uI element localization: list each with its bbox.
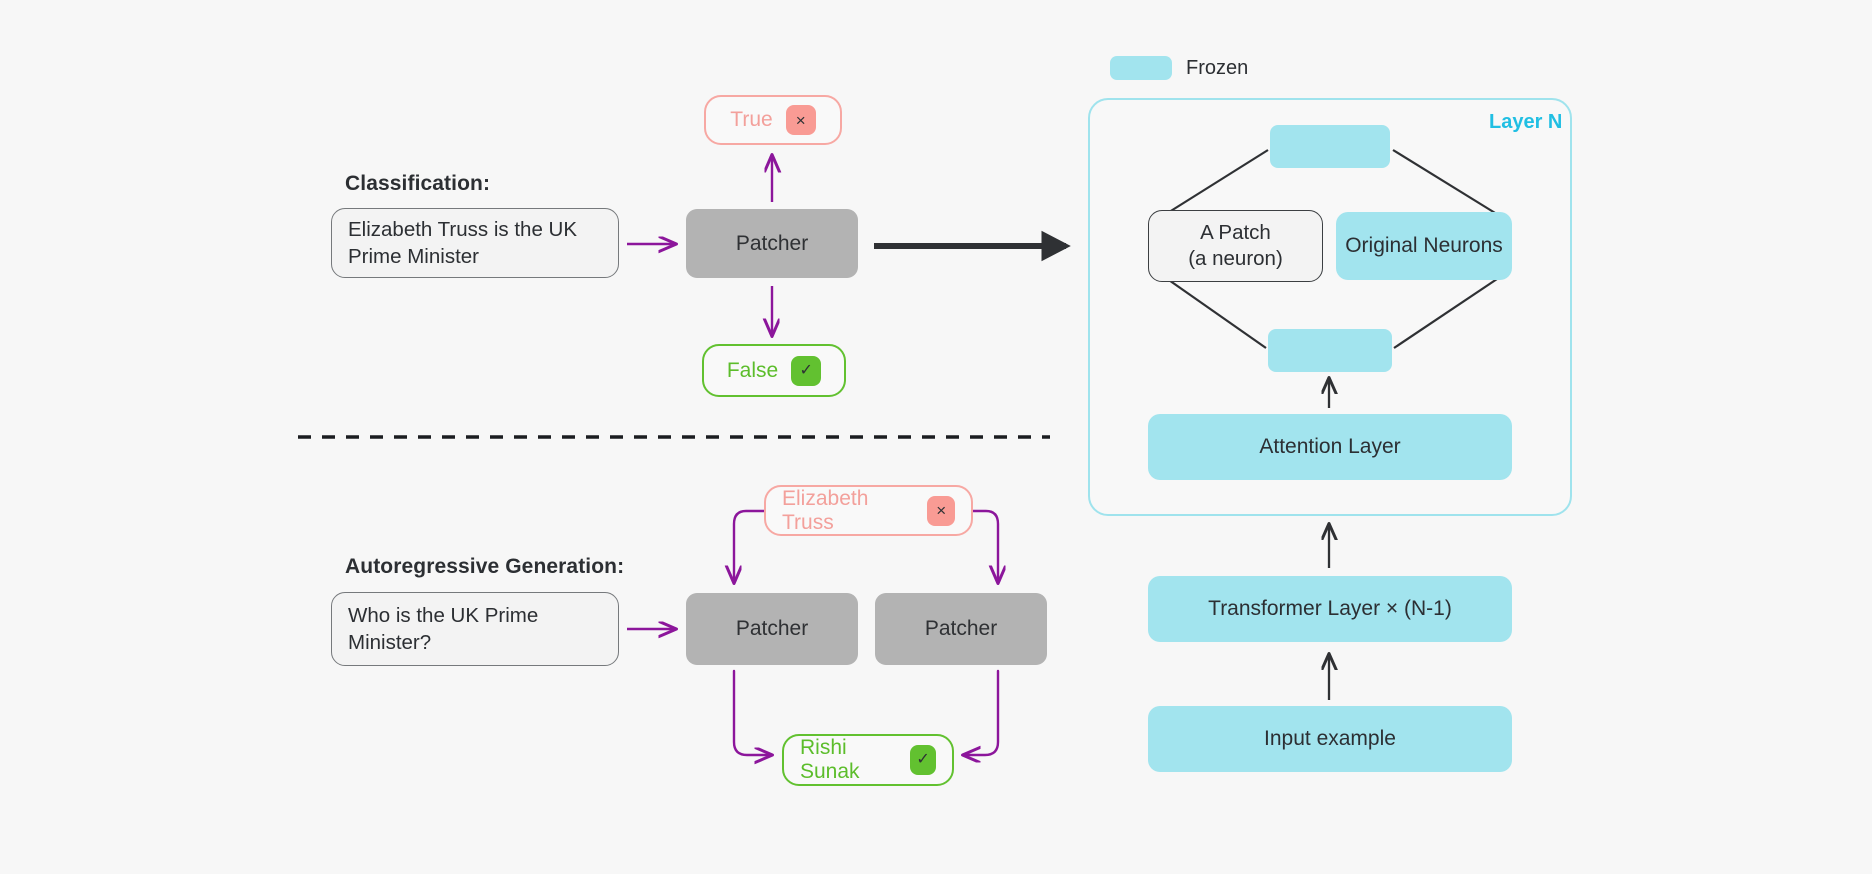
classification-output-false[interactable]: False ✓ bbox=[702, 344, 846, 397]
generation-output-wrong-label: Elizabeth Truss bbox=[782, 486, 869, 534]
generation-patcher-1-label: Patcher bbox=[735, 617, 809, 640]
attention-layer-box: Attention Layer bbox=[1148, 414, 1512, 480]
classification-output-true-label: True bbox=[730, 108, 773, 131]
classification-patcher-label: Patcher bbox=[735, 231, 809, 255]
arrow-patcher-2-to-right-output bbox=[963, 669, 1000, 755]
frozen-neuron-top bbox=[1270, 125, 1390, 168]
transformer-layer-label: Transformer Layer × (N-1) bbox=[1208, 597, 1452, 620]
input-example-box: Input example bbox=[1148, 706, 1512, 772]
frozen-swatch-icon bbox=[1110, 56, 1172, 80]
a-patch-line-2: (a neuron) bbox=[1188, 247, 1283, 270]
legend: Frozen bbox=[1110, 56, 1248, 80]
legend-label-frozen: Frozen bbox=[1186, 56, 1249, 79]
classification-patcher[interactable]: Patcher bbox=[686, 209, 858, 278]
arrow-patcher-1-to-right-output bbox=[732, 669, 772, 755]
cross-icon: × bbox=[927, 495, 955, 526]
check-icon: ✓ bbox=[910, 745, 936, 775]
frozen-neuron-bottom bbox=[1268, 329, 1392, 372]
classification-input-box: Elizabeth Truss is the UK Prime Minister bbox=[331, 208, 619, 278]
a-patch-box[interactable]: A Patch (a neuron) bbox=[1148, 210, 1323, 282]
generation-title: Autoregressive Generation: bbox=[345, 555, 625, 578]
generation-output-right-label: Rishi Sunak bbox=[800, 736, 860, 783]
cross-icon: × bbox=[785, 105, 816, 135]
classification-title: Classification: bbox=[345, 172, 491, 195]
check-icon: ✓ bbox=[791, 355, 822, 386]
classification-input-text: Elizabeth Truss is the UK Prime Minister bbox=[348, 217, 578, 268]
generation-patcher-2[interactable]: Patcher bbox=[875, 593, 1047, 665]
generation-patcher-1[interactable]: Patcher bbox=[686, 593, 858, 665]
attention-layer-label: Attention Layer bbox=[1259, 435, 1401, 458]
transformer-layer-box: Transformer Layer × (N-1) bbox=[1148, 576, 1512, 642]
original-neurons-label: Original Neurons bbox=[1345, 234, 1503, 257]
layer-n-tag: Layer N bbox=[1489, 111, 1563, 133]
original-neurons-box: Original Neurons bbox=[1336, 212, 1512, 280]
input-example-label: Input example bbox=[1264, 727, 1396, 750]
a-patch-line-1: A Patch bbox=[1200, 221, 1271, 245]
generation-patcher-2-label: Patcher bbox=[924, 617, 998, 640]
classification-output-true[interactable]: True × bbox=[704, 95, 842, 145]
generation-output-elizabeth-truss[interactable]: Elizabeth Truss × bbox=[764, 485, 973, 536]
generation-input-box: Who is the UK Prime Minister? bbox=[331, 592, 619, 666]
classification-output-false-label: False bbox=[726, 358, 779, 382]
generation-input-text: Who is the UK Prime Minister? bbox=[348, 603, 539, 654]
generation-output-rishi-sunak[interactable]: Rishi Sunak ✓ bbox=[782, 734, 954, 786]
